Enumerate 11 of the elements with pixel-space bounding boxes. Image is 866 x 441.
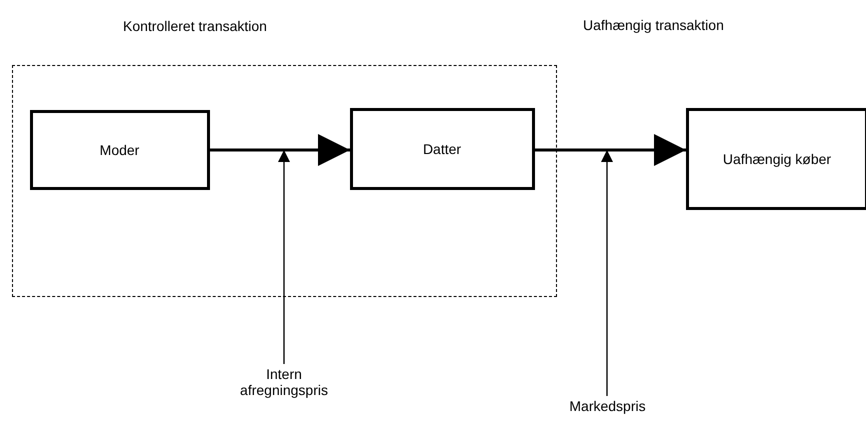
process-box: Datter [350, 108, 534, 190]
process-box: Moder [30, 110, 210, 190]
leader-line [601, 150, 613, 396]
arrow [535, 134, 686, 166]
annotation-text: Intern afregningspris [224, 366, 344, 416]
heading-label: Uafhængig transaktion [583, 17, 724, 33]
group-heading: Kontrolleret transaktion [123, 18, 267, 34]
annotation-text: Markedspris [555, 398, 660, 418]
arrow [210, 134, 350, 166]
leader-line [278, 150, 290, 364]
process-box: Uafhængig køber [686, 108, 866, 210]
